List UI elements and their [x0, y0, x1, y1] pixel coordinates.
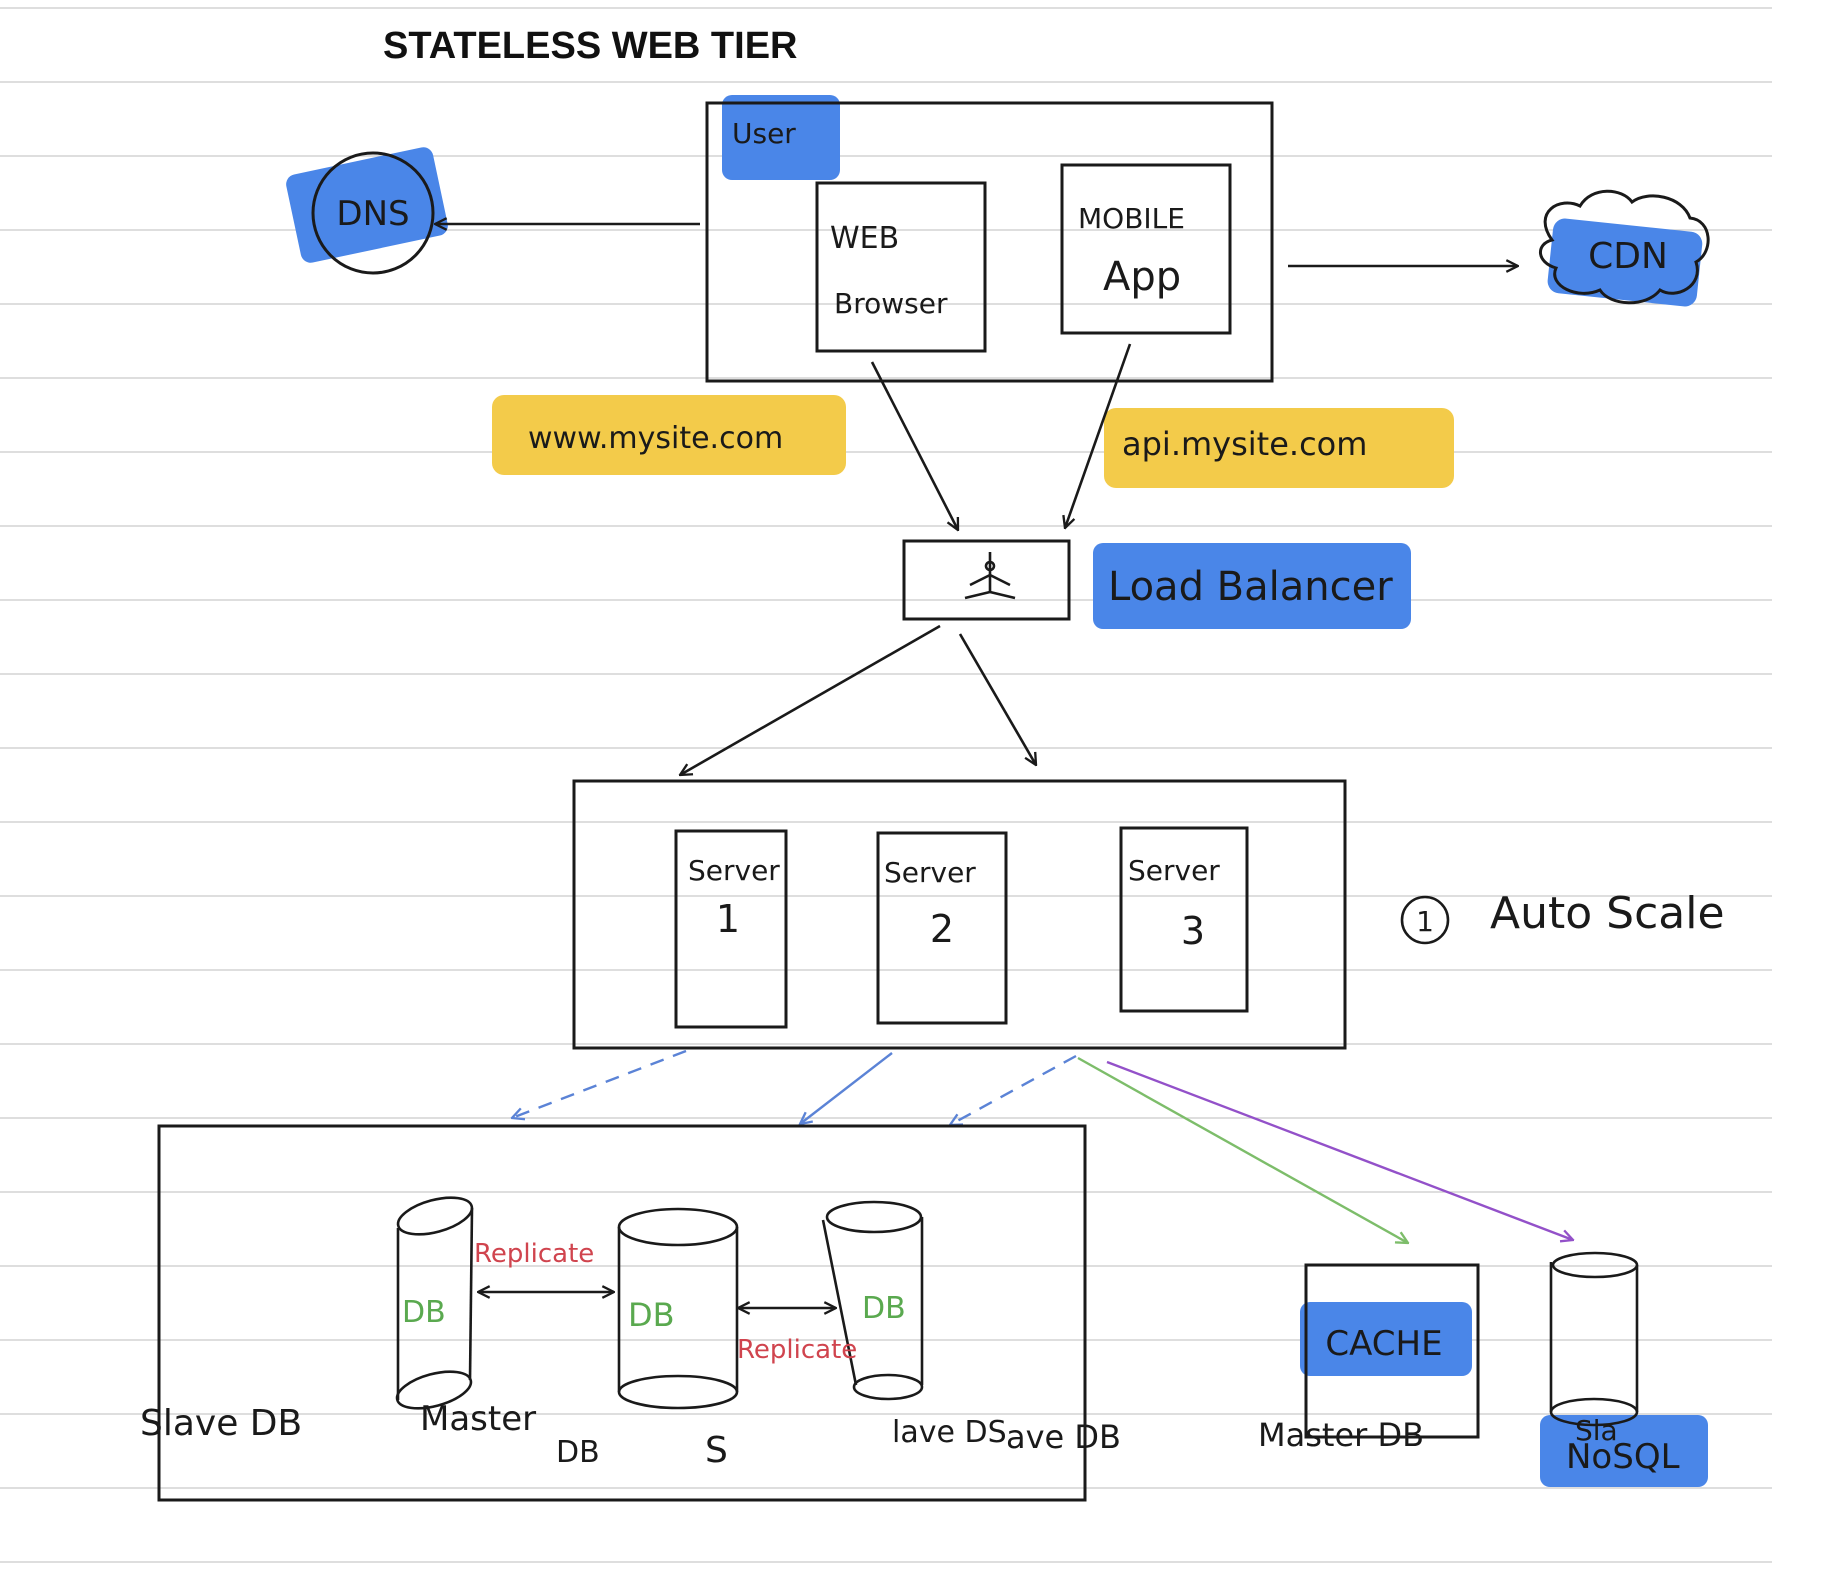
cdn-cloud — [1539, 189, 1710, 305]
dns-label: DNS — [336, 194, 409, 234]
db-label-middle: DB — [628, 1296, 675, 1334]
api-domain-label: api.mysite.com — [1122, 425, 1367, 463]
dns-circle — [311, 151, 435, 275]
slave-db-right-cylinder — [821, 1200, 924, 1401]
cache-box — [1304, 1263, 1480, 1439]
nosql-highlight — [1540, 1415, 1708, 1487]
nosql-cylinder — [1549, 1251, 1639, 1427]
server-2-label: Server — [884, 856, 976, 889]
database-group-box — [157, 1124, 1087, 1502]
auto-scale-number: 1 — [1416, 905, 1434, 938]
s-label: S — [705, 1430, 728, 1471]
server-to-master-db-arrow — [800, 1052, 893, 1124]
server-1-box — [674, 829, 788, 1029]
server-1-number: 1 — [716, 897, 740, 941]
notebook-rules — [0, 7, 1772, 1563]
user-label: User — [732, 117, 796, 150]
cache-highlight — [1300, 1302, 1472, 1376]
cache-label: CACHE — [1325, 1324, 1442, 1364]
server-3-number: 3 — [1181, 909, 1205, 953]
sla-label: Sla — [1575, 1414, 1618, 1447]
server-1-label: Server — [688, 854, 780, 887]
server-3-label: Server — [1128, 854, 1220, 887]
replicate-right-label: Replicate — [737, 1335, 857, 1365]
master-db-cylinder — [617, 1207, 739, 1410]
web-domain-label: www.mysite.com — [528, 421, 783, 456]
lb-to-server-left-arrow — [680, 624, 941, 775]
nosql-label: NoSQL — [1566, 1437, 1680, 1477]
server-to-nosql-arrow — [1106, 1060, 1573, 1240]
db-label-right: DB — [862, 1291, 906, 1326]
mobile-app-label-2: App — [1103, 254, 1181, 300]
api-domain-highlight — [1104, 408, 1454, 488]
server-3-box — [1119, 826, 1249, 1013]
auto-scale-number-circle — [1400, 895, 1450, 945]
server-to-slave-db-right-dashed-arrow — [950, 1054, 1077, 1125]
replicate-left-label: Replicate — [474, 1239, 594, 1269]
web-browser-label-1: WEB — [830, 221, 899, 256]
slave-db-left-label: Slave DB — [140, 1403, 302, 1444]
browser-to-lb-arrow — [870, 361, 958, 530]
app-to-lb-arrow — [1065, 343, 1132, 528]
lb-to-server-right-arrow — [958, 633, 1036, 765]
master-db-label-line2: DB — [556, 1435, 600, 1470]
server-2-box — [876, 831, 1008, 1025]
server-group-box — [572, 779, 1347, 1050]
web-browser-label-2: Browser — [834, 287, 948, 320]
client-group-box — [705, 101, 1274, 383]
server-to-slave-db-dashed-arrow — [512, 1049, 687, 1118]
overlap-text-b: ave DB — [1006, 1418, 1121, 1456]
auto-scale-label: Auto Scale — [1490, 888, 1725, 939]
web-domain-highlight — [492, 395, 846, 475]
slave-db-left-cylinder — [395, 1196, 474, 1410]
mobile-app-box — [1060, 163, 1232, 335]
web-browser-box — [815, 181, 987, 353]
db-label-left: DB — [402, 1295, 446, 1330]
server-to-cache-arrow — [1077, 1056, 1408, 1243]
user-highlight — [722, 95, 840, 180]
overlap-text-a: lave DS — [892, 1415, 1007, 1450]
page-title: STATELESS WEB TIER — [383, 25, 798, 67]
cdn-label: CDN — [1588, 236, 1668, 277]
load-balancer-label: Load Balancer — [1108, 564, 1393, 610]
master-db-right-label: Master DB — [1258, 1416, 1424, 1454]
load-balancer-highlight — [1093, 543, 1411, 629]
mobile-app-label-1: MOBILE — [1078, 202, 1185, 235]
load-balancer-box — [902, 539, 1071, 621]
master-db-label-line1: Master — [420, 1399, 536, 1439]
server-2-number: 2 — [930, 907, 954, 951]
network-branch-icon — [964, 552, 1016, 600]
cdn-highlight — [1547, 218, 1703, 307]
